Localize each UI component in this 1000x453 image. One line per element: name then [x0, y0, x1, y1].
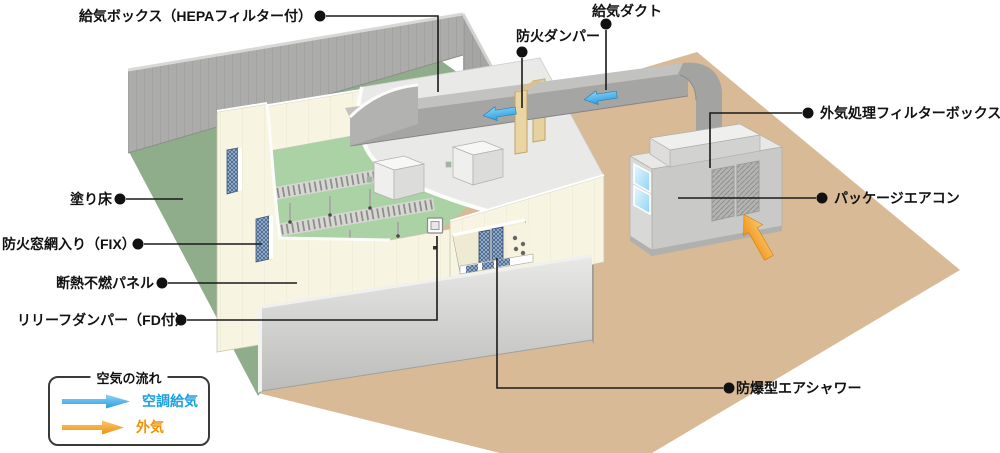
front-outer-wall — [258, 254, 593, 393]
air-shower — [452, 218, 534, 275]
label-package-air-conditioner: パッケージエアコン — [834, 190, 960, 206]
label-supply-box: 給気ボックス（HEPAフィルター付） — [78, 8, 312, 24]
air-supply-arrow-2 — [583, 90, 618, 105]
ac-windows — [633, 162, 651, 216]
package-air-conditioner-unit — [628, 123, 784, 261]
outside-air-arrow — [743, 213, 774, 261]
label-outside-air-filter-box: 外気処理フィルターボックス — [820, 105, 1000, 121]
label-fire-window: 防火窓網入り（FIX） — [2, 236, 136, 252]
leader-dots — [114, 10, 828, 394]
hepa-unit-1 — [366, 155, 426, 201]
legend-supply-air-label: 空調給気 — [142, 393, 198, 409]
legend-title: 空気の流れ — [90, 368, 168, 387]
hepa-unit-2 — [445, 140, 505, 186]
blue-arrow-icon — [62, 394, 130, 408]
label-fire-damper: 防火ダンパー — [516, 28, 600, 44]
legend-item-outside-air: 外気 — [62, 417, 208, 437]
label-coated-floor: 塗り床 — [70, 191, 112, 207]
label-relief-damper: リリーフダンパー（FD付） — [17, 312, 189, 328]
fire-damper-plate-front — [514, 89, 528, 155]
duct-funnel — [350, 86, 418, 146]
legend-outside-air-label: 外気 — [136, 419, 164, 435]
outside-air-filter-box-unit — [648, 123, 762, 168]
fire-window-2 — [255, 215, 273, 263]
legend-item-supply-air: 空調給気 — [62, 391, 208, 411]
label-supply-duct: 給気ダクト — [592, 3, 662, 19]
air-supply-arrow-1 — [482, 106, 517, 121]
orange-arrow-icon — [62, 420, 124, 434]
outer-wall-back — [128, 15, 463, 153]
label-insulated-panel: 断熱不燃パネル — [56, 275, 154, 291]
relief-damper-box — [426, 217, 444, 250]
duct-top — [345, 63, 688, 118]
ac-louvers — [711, 160, 760, 222]
fire-window-1 — [226, 147, 242, 195]
label-air-shower: 防爆型エアシャワー — [736, 380, 862, 396]
airflow-legend: 空気の流れ 空調給気 外気 — [48, 368, 210, 446]
leader-lines — [126, 15, 816, 389]
